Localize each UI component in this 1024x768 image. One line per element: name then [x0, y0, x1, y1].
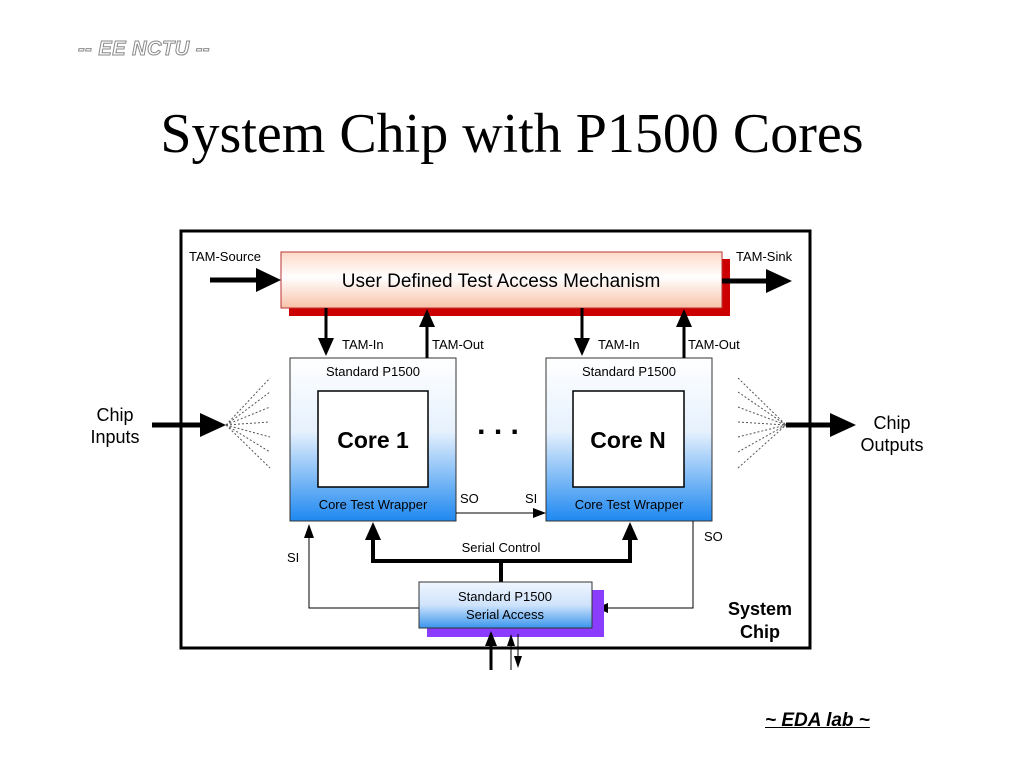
core1-to-coreN-serial-head [533, 508, 546, 518]
coreN-so-label: SO [704, 529, 723, 544]
core1-tam-out-label: TAM-Out [432, 337, 484, 352]
serial-access-label-line1: Standard P1500 [458, 589, 552, 604]
core1-si-line [308, 538, 419, 609]
core1-standard-label: Standard P1500 [326, 364, 420, 379]
serial-access-pin-in-thin-head [507, 634, 515, 646]
coreN-label: Core N [590, 427, 665, 453]
core1-box [317, 390, 429, 488]
coreN-tam-out-label: TAM-Out [688, 337, 740, 352]
chip-inputs-label-line1: Chip [96, 405, 133, 425]
coreN-standard-label: Standard P1500 [582, 364, 676, 379]
core1-so-label: SO [460, 491, 479, 506]
core1-label: Core 1 [337, 427, 409, 453]
system-chip-border [179, 229, 812, 650]
chip-outputs-fanin [737, 377, 787, 469]
coreN-tam-in-head [574, 338, 590, 356]
chip-inputs-label-line2: Inputs [90, 427, 139, 447]
serial-access-label-line2: Serial Access [466, 607, 545, 622]
chip-outputs-label-line1: Chip [873, 413, 910, 433]
core1-si-label: SI [287, 550, 299, 565]
serial-access-pin-in-thick-head [485, 631, 497, 646]
chip-outputs-label-line2: Outputs [860, 435, 923, 455]
chip-inputs-arrow-head [200, 413, 226, 437]
core1-wrapper-label: Core Test Wrapper [319, 497, 428, 512]
tam-source-label: TAM-Source [189, 249, 261, 264]
tam-label: User Defined Test Access Mechanism [342, 271, 661, 292]
core-ellipsis: . . . [477, 408, 519, 441]
chip-inputs-fanout [225, 377, 271, 469]
serial-access-pin-out-head [514, 656, 522, 668]
footer-tag: ~ EDA lab ~ [765, 710, 870, 731]
serial-control-head-coreN [622, 522, 638, 540]
chip-outputs-arrow-head [830, 413, 856, 437]
system-chip-label-line1: System [728, 599, 792, 619]
serial-control-label: Serial Control [462, 540, 541, 555]
tam-source-arrow-head [256, 268, 281, 292]
system-chip-label-line2: Chip [740, 622, 780, 642]
core1-tam-in-head [318, 338, 334, 356]
serial-control-head-core1 [365, 522, 381, 540]
coreN-tam-in-label: TAM-In [598, 337, 640, 352]
header-tag: -- EE NCTU -- [77, 38, 211, 61]
tam-sink-arrow-head [766, 269, 792, 293]
coreN-wrapper-label: Core Test Wrapper [575, 497, 684, 512]
slide-title: System Chip with P1500 Cores [160, 103, 864, 165]
tam-sink-label: TAM-Sink [736, 249, 793, 264]
core1-si-head [304, 524, 314, 538]
coreN-so-line [608, 521, 694, 609]
coreN-box [572, 390, 685, 488]
serial-access-box [418, 581, 593, 629]
core1-tam-out-head [419, 309, 435, 327]
core1-tam-in-label: TAM-In [342, 337, 384, 352]
coreN-si-label: SI [525, 491, 537, 506]
coreN-tam-out-head [676, 309, 692, 327]
